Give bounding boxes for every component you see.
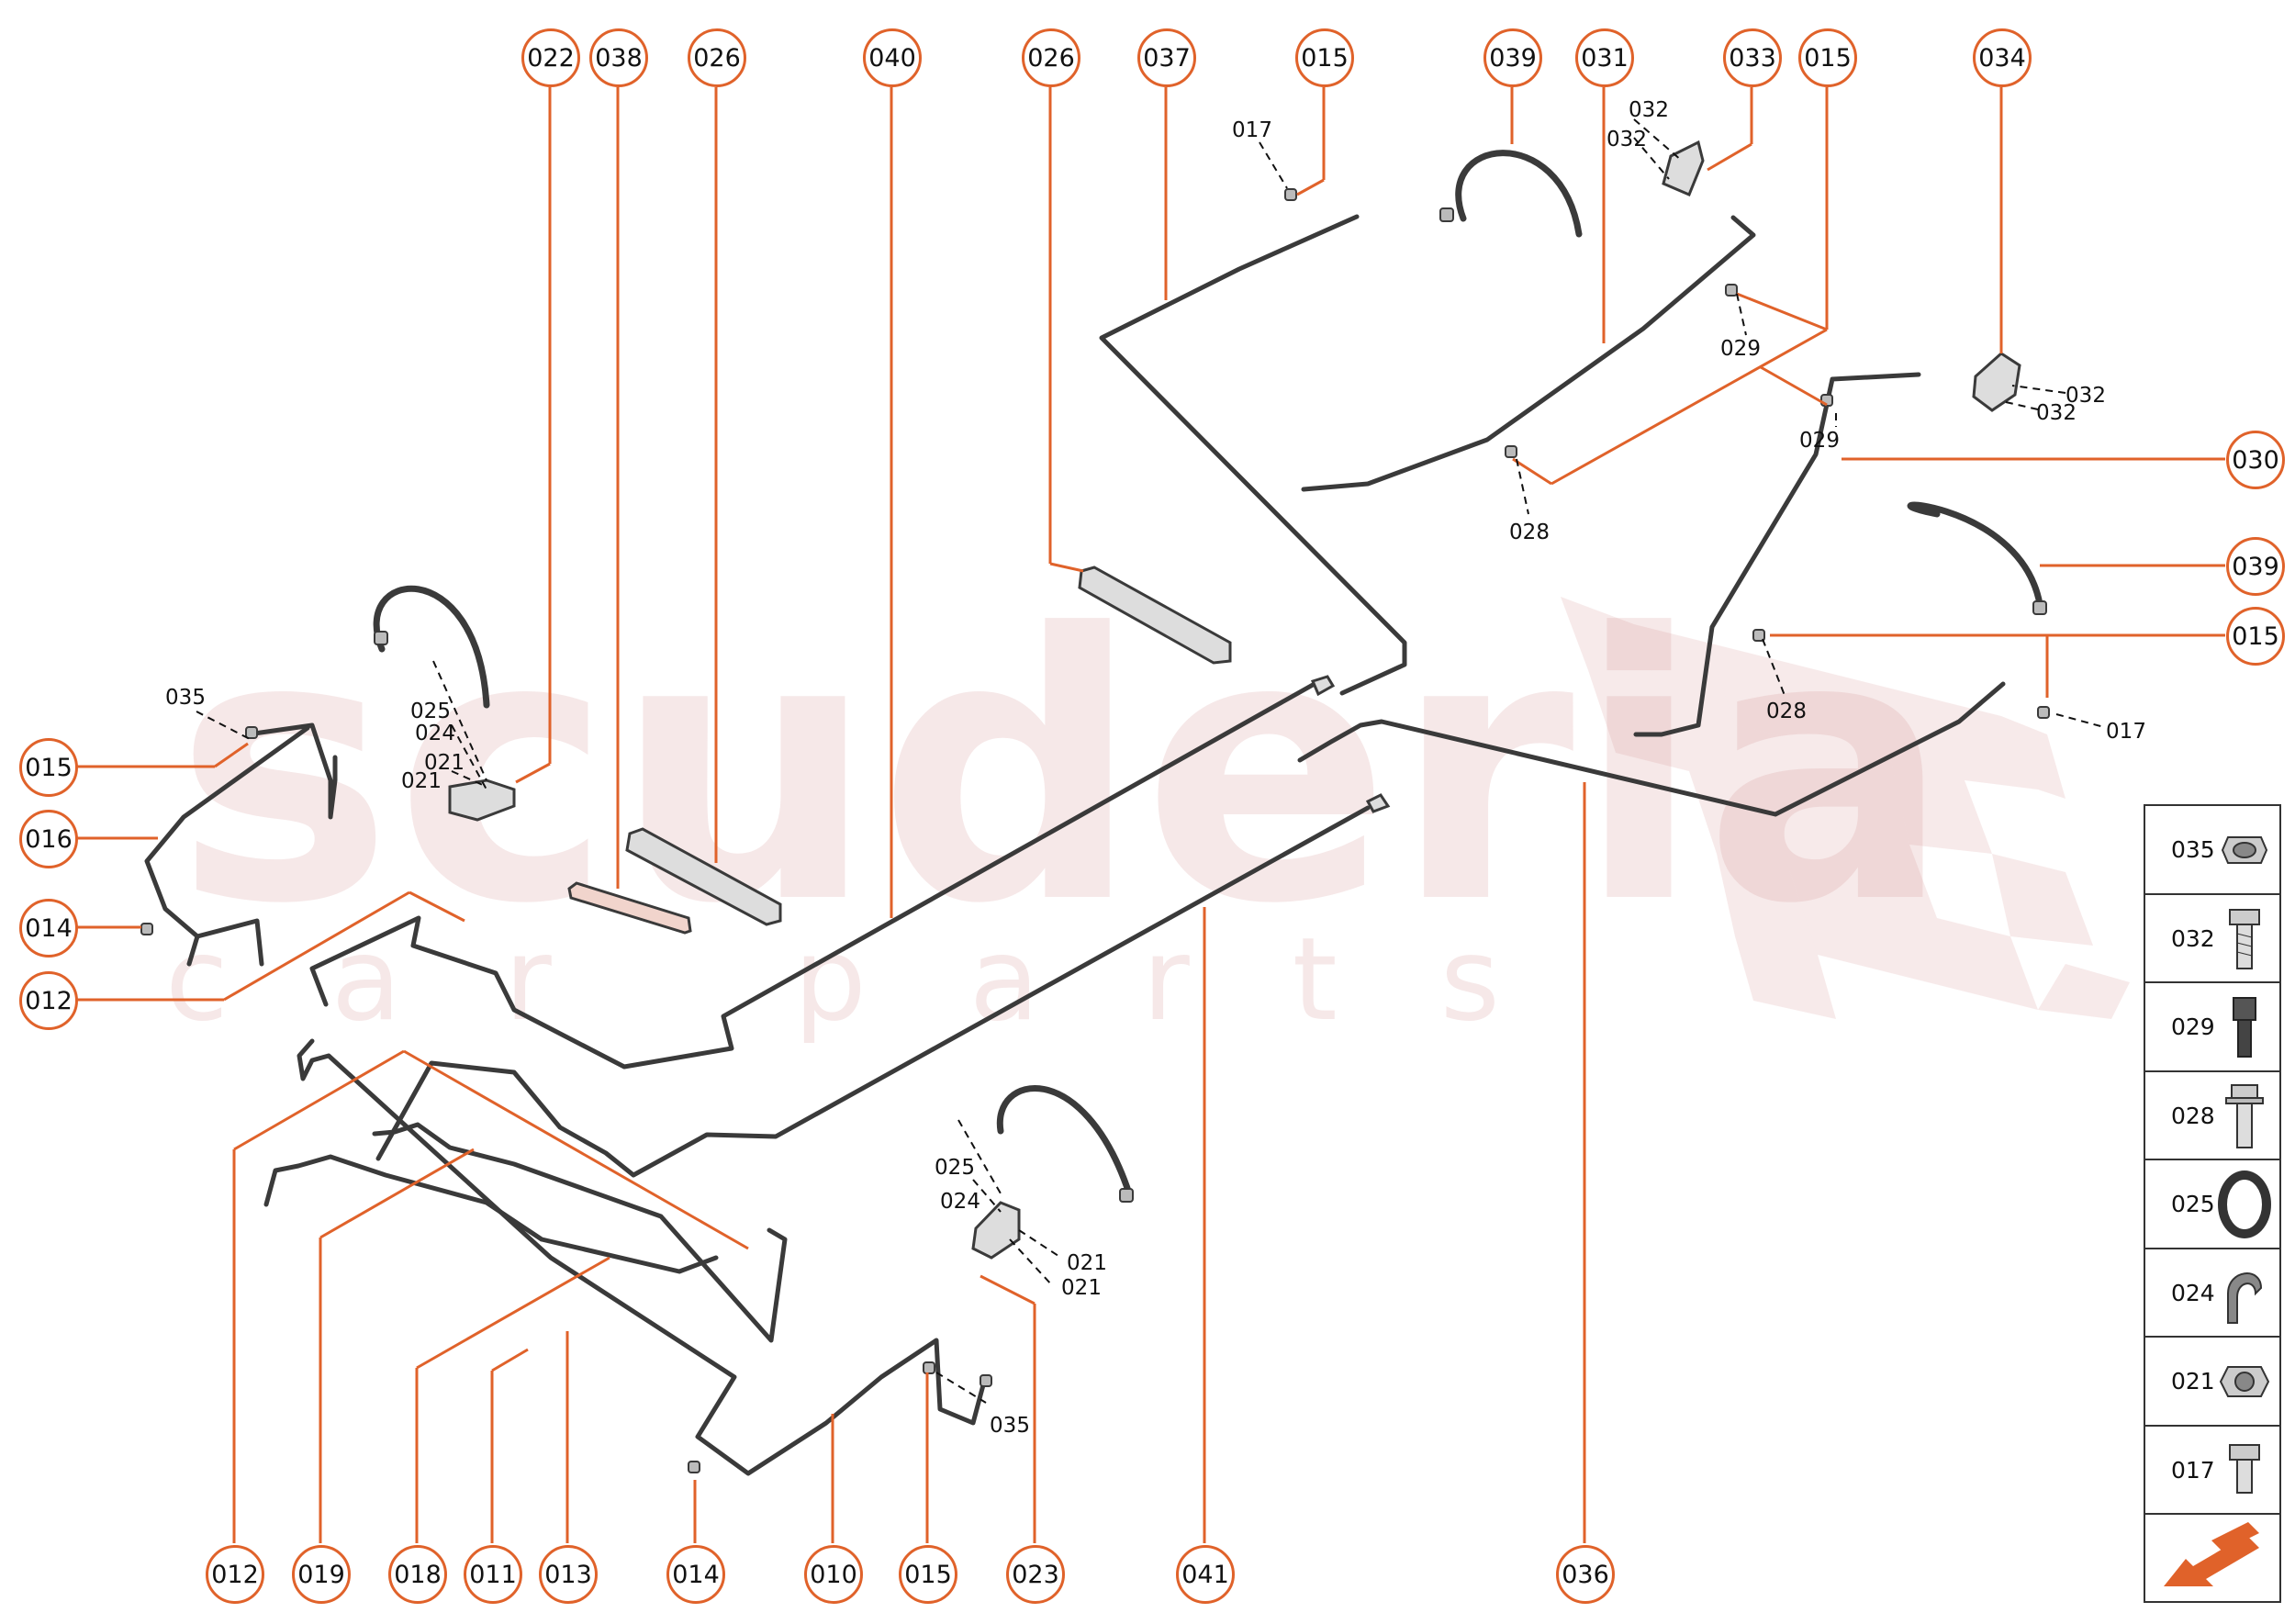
part-label: 017 xyxy=(2106,720,2146,744)
fasteners-legend: 035 032 029 028 025 024 xyxy=(2144,804,2281,1603)
callout-top-7[interactable]: 015 xyxy=(1295,28,1354,87)
part-label: 017 xyxy=(1232,118,1272,142)
legend-item[interactable]: 029 xyxy=(2145,983,2279,1072)
callout-bottom-10[interactable]: 041 xyxy=(1176,1545,1235,1604)
callout-bottom-3[interactable]: 018 xyxy=(388,1545,447,1604)
callout-top-12[interactable]: 034 xyxy=(1973,28,2032,87)
next-page-arrow-icon xyxy=(2164,1522,2259,1586)
legend-code: 024 xyxy=(2171,1279,2215,1306)
callout-top-11[interactable]: 015 xyxy=(1798,28,1857,87)
part-label: 035 xyxy=(990,1414,1030,1438)
legend-item[interactable]: 021 xyxy=(2145,1338,2279,1427)
part-label: 032 xyxy=(2066,384,2106,408)
part-label: 028 xyxy=(1766,700,1807,723)
dashed-leaders xyxy=(196,118,2105,1404)
part-label: 029 xyxy=(1720,337,1761,361)
part-label: 035 xyxy=(165,686,206,710)
callout-bottom-2[interactable]: 019 xyxy=(292,1545,351,1604)
callout-top-8[interactable]: 039 xyxy=(1483,28,1542,87)
fittings xyxy=(140,188,2050,1473)
callout-top-1[interactable]: 022 xyxy=(521,28,580,87)
legend-code: 021 xyxy=(2171,1368,2215,1394)
spring-clip-icon xyxy=(2227,1271,2263,1324)
callout-left-1[interactable]: 015 xyxy=(19,738,78,797)
callout-top-5[interactable]: 026 xyxy=(1022,28,1080,87)
hex-nut-icon xyxy=(2219,1366,2270,1397)
callout-top-9[interactable]: 031 xyxy=(1575,28,1634,87)
callout-bottom-8[interactable]: 015 xyxy=(899,1545,957,1604)
part-label: 025 xyxy=(410,700,451,723)
callout-left-3[interactable]: 014 xyxy=(19,899,78,958)
legend-code: 017 xyxy=(2171,1456,2215,1484)
legend-item[interactable]: 017 xyxy=(2145,1427,2279,1515)
callout-right-1[interactable]: 030 xyxy=(2226,431,2285,489)
brake-pipes xyxy=(144,150,2043,1476)
callout-bottom-5[interactable]: 013 xyxy=(539,1545,598,1604)
legend-code: 035 xyxy=(2171,836,2215,863)
callout-left-4[interactable]: 012 xyxy=(19,971,78,1030)
flange-bolt-icon xyxy=(2225,1083,2264,1148)
legend-code: 025 xyxy=(2171,1191,2215,1217)
callout-top-10[interactable]: 033 xyxy=(1723,28,1782,87)
part-label: 024 xyxy=(415,722,455,745)
sealing-ring-icon xyxy=(2218,1170,2271,1238)
brackets-and-shims xyxy=(448,140,2021,1260)
part-label: 028 xyxy=(1509,521,1550,544)
legend-item[interactable]: 024 xyxy=(2145,1249,2279,1338)
callout-top-2[interactable]: 038 xyxy=(589,28,648,87)
legend-code: 029 xyxy=(2171,1014,2215,1040)
socket-bolt-icon xyxy=(2233,997,2256,1058)
legend-item[interactable]: 025 xyxy=(2145,1160,2279,1249)
callout-left-2[interactable]: 016 xyxy=(19,810,78,868)
callout-top-4[interactable]: 040 xyxy=(863,28,922,87)
part-label: 021 xyxy=(401,769,442,793)
short-bolt-icon xyxy=(2229,1443,2260,1494)
legend-item[interactable]: 035 xyxy=(2145,806,2279,895)
legend-code: 032 xyxy=(2171,924,2215,952)
callout-bottom-6[interactable]: 014 xyxy=(666,1545,725,1604)
flange-nut-icon xyxy=(2221,836,2268,864)
part-label: 032 xyxy=(1629,98,1669,122)
callout-bottom-9[interactable]: 023 xyxy=(1006,1545,1065,1604)
callout-right-2[interactable]: 039 xyxy=(2226,537,2285,596)
callout-bottom-11[interactable]: 036 xyxy=(1556,1545,1615,1604)
part-label: 032 xyxy=(2036,401,2077,425)
part-label: 032 xyxy=(1606,128,1647,151)
legend-item[interactable]: 028 xyxy=(2145,1072,2279,1160)
part-label: 021 xyxy=(1067,1251,1107,1275)
callout-leaders xyxy=(75,87,2225,1543)
part-label: 025 xyxy=(935,1156,975,1180)
part-label: 021 xyxy=(1061,1276,1102,1300)
hex-bolt-icon xyxy=(2229,908,2260,969)
legend-item[interactable]: 032 xyxy=(2145,895,2279,983)
part-label: 021 xyxy=(424,751,465,775)
callout-top-6[interactable]: 037 xyxy=(1137,28,1196,87)
legend-code: 028 xyxy=(2171,1102,2215,1129)
callout-right-3[interactable]: 015 xyxy=(2226,607,2285,666)
part-label: 029 xyxy=(1799,429,1840,453)
next-page-button[interactable] xyxy=(2145,1513,2279,1601)
callout-bottom-7[interactable]: 010 xyxy=(804,1545,863,1604)
callout-top-3[interactable]: 026 xyxy=(688,28,746,87)
callout-bottom-1[interactable]: 012 xyxy=(206,1545,264,1604)
callout-bottom-4[interactable]: 011 xyxy=(464,1545,522,1604)
part-label: 024 xyxy=(940,1190,980,1214)
